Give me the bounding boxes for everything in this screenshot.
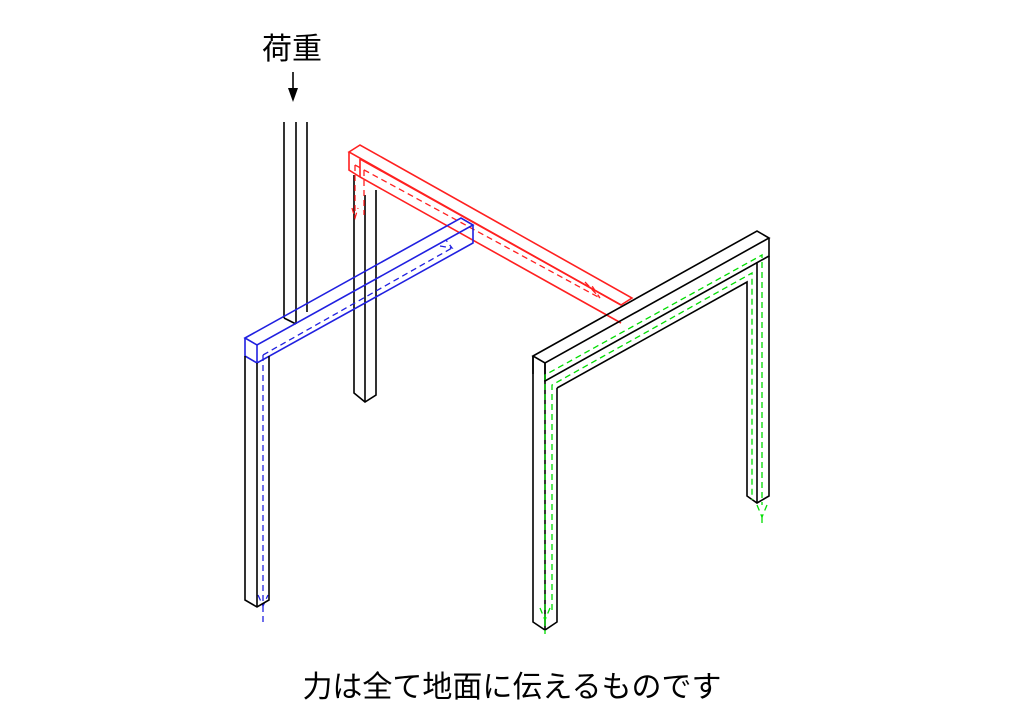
load-label: 荷重	[262, 32, 322, 67]
force-arrow-icon	[257, 239, 454, 608]
green-frame	[531, 230, 771, 634]
blue-beam	[243, 217, 475, 622]
caption: 力は全て地面に伝えるものです	[302, 670, 722, 705]
red-beam	[347, 144, 634, 324]
back-left-post	[353, 175, 377, 403]
load-arrow-icon	[288, 72, 298, 102]
force-arrow-icon	[351, 207, 601, 299]
load-column	[283, 122, 308, 325]
force-arrow-icon	[539, 504, 768, 622]
front-left-post	[244, 356, 270, 608]
